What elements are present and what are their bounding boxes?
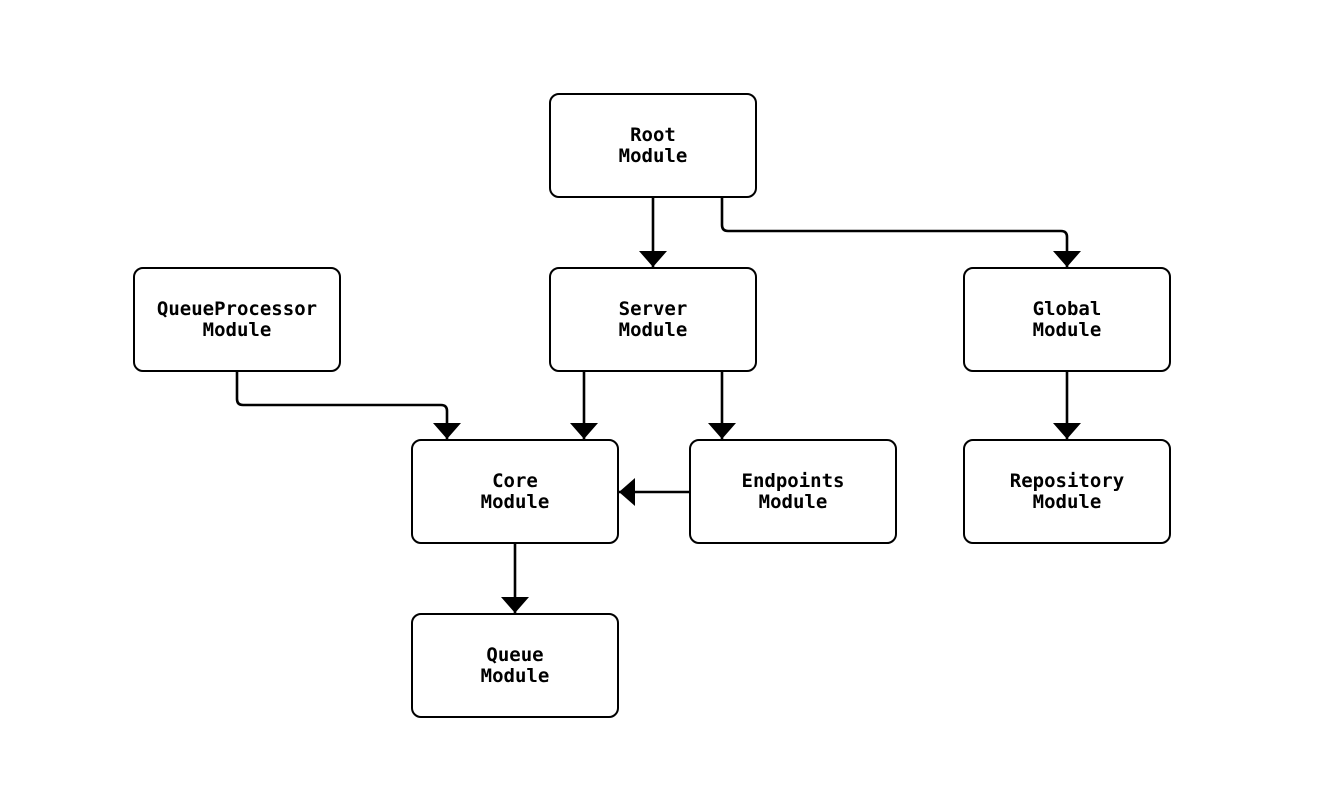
node-label-line: Module — [758, 490, 828, 513]
node-endpoints-module: Endpoints Module — [689, 439, 897, 544]
node-label-line: QueueProcessor — [156, 297, 318, 320]
node-label-line: Root — [630, 123, 676, 146]
node-label-line: Global — [1032, 297, 1102, 320]
node-label: Repository Module — [1009, 469, 1125, 513]
node-label-line: Module — [618, 144, 688, 167]
node-label-line: Module — [480, 490, 550, 513]
node-repository-module: Repository Module — [963, 439, 1171, 544]
node-label: QueueProcessor Module — [156, 297, 318, 341]
node-label-line: Endpoints — [741, 469, 845, 492]
node-label: Global Module — [1032, 297, 1102, 341]
node-label-line: Module — [618, 318, 688, 341]
edge-root-to-global — [720, 198, 1081, 267]
node-label-line: Module — [202, 318, 272, 341]
node-label: Endpoints Module — [741, 469, 845, 513]
node-server-module: Server Module — [549, 267, 757, 372]
node-label: Queue Module — [480, 643, 550, 687]
node-label-line: Module — [1032, 318, 1102, 341]
node-label-line: Module — [480, 664, 550, 687]
node-queueprocessor-module: QueueProcessor Module — [133, 267, 341, 372]
node-label-line: Server — [618, 297, 688, 320]
node-label-line: Repository — [1009, 469, 1125, 492]
node-label: Server Module — [618, 297, 688, 341]
node-label-line: Core — [492, 469, 538, 492]
node-queue-module: Queue Module — [411, 613, 619, 718]
node-root-module: Root Module — [549, 93, 757, 198]
node-global-module: Global Module — [963, 267, 1171, 372]
node-label: Core Module — [480, 469, 550, 513]
node-core-module: Core Module — [411, 439, 619, 544]
node-label-line: Queue — [486, 643, 544, 666]
edge-queueprocessor-to-core — [235, 372, 461, 439]
node-label: Root Module — [618, 123, 688, 167]
node-label-line: Module — [1032, 490, 1102, 513]
